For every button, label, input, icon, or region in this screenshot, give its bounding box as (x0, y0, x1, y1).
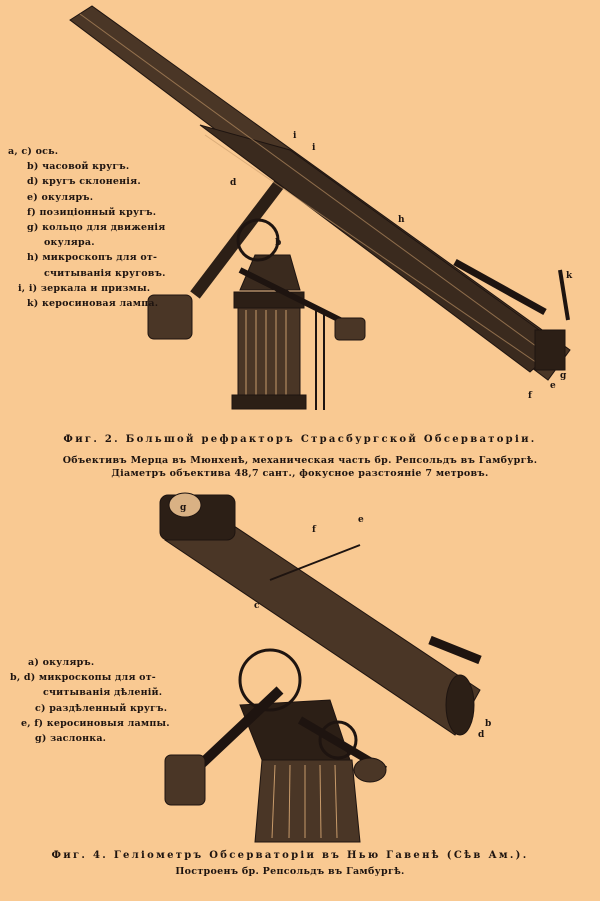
figure-2-title: Фиг. 2. Большой рефракторъ Страсбургской… (63, 434, 537, 445)
drawing-label: i (293, 131, 297, 141)
drawing-label: b (485, 719, 491, 729)
legend-text: кольцо для движенія (42, 222, 166, 234)
legend-text: считыванія дѣленій. (43, 687, 163, 699)
figure-2-legend: a, c) ось. b) часовой кругъ. d) кругъ ск… (8, 144, 166, 311)
legend-key: g) (35, 733, 47, 745)
legend-text: керосиновая лампа. (42, 298, 159, 310)
figure-4-title: Фиг. 4. Геліометръ Обсерваторіи въ Нью Г… (51, 850, 529, 861)
legend-text: окуляра. (44, 237, 95, 249)
figure-2-subtitle-1: Объективъ Мерца въ Мюнхенѣ, механическая… (62, 455, 538, 466)
legend-key: g) (27, 222, 39, 234)
legend-text: позиціонный кругъ. (39, 206, 157, 218)
drawing-label: h (398, 215, 405, 225)
legend-key: b) (27, 161, 39, 173)
legend-text: раздѣленный кругъ. (49, 702, 168, 714)
legend-key: c) (35, 702, 46, 714)
legend-key: f) (27, 206, 36, 218)
drawing-label: k (566, 271, 573, 281)
legend-key: a, c) (8, 146, 33, 157)
pier-column (237, 304, 301, 406)
figure-4-heliometer-engraving (159, 492, 482, 843)
legend-key: a) (28, 657, 40, 668)
legend-text: микроскопъ для от- (42, 252, 158, 264)
drawing-label: f (528, 391, 533, 401)
drawing-label: i (312, 143, 316, 153)
legend-key: b, d) (10, 672, 36, 684)
drawing-label: g (560, 371, 567, 381)
drawing-label: f (312, 525, 317, 535)
figure-2-subtitle-2: Діаметръ объектива 48,7 сант., фокусное … (111, 468, 489, 479)
drawing-label: g (180, 503, 187, 513)
legend-text: окуляръ. (41, 191, 94, 203)
legend-text: зеркала и призмы. (40, 282, 151, 294)
legend-text: ось. (35, 146, 59, 157)
figure-4-subtitle: Построенъ бр. Репсольдъ въ Гамбургѣ. (175, 866, 405, 877)
legend-key: i, i) (18, 282, 38, 294)
legend-text: кругъ склоненія. (42, 176, 141, 188)
drawing-label: c (254, 601, 260, 611)
legend-text: окуляръ. (42, 657, 95, 668)
legend-text: керосиновыя лампы. (46, 717, 170, 729)
legend-text: считыванія круговъ. (44, 267, 166, 279)
drawing-label: b (275, 238, 281, 248)
drawing-label: d (478, 730, 485, 740)
legend-text: часовой кругъ. (42, 161, 130, 173)
drawing-label: e (550, 381, 556, 391)
legend-key: d) (27, 176, 39, 188)
legend-key: k) (27, 298, 39, 310)
legend-key: h) (27, 252, 39, 264)
legend-key: e) (27, 191, 38, 203)
drawing-label: e (358, 515, 364, 525)
drawing-label: d (230, 178, 237, 188)
legend-text: микроскопы для от- (38, 672, 156, 684)
legend-text: заслонка. (50, 733, 107, 745)
legend-key: e, f) (21, 717, 44, 729)
figure-4-legend: a) окуляръ. b, d) микроскопы для от- счи… (10, 655, 170, 746)
